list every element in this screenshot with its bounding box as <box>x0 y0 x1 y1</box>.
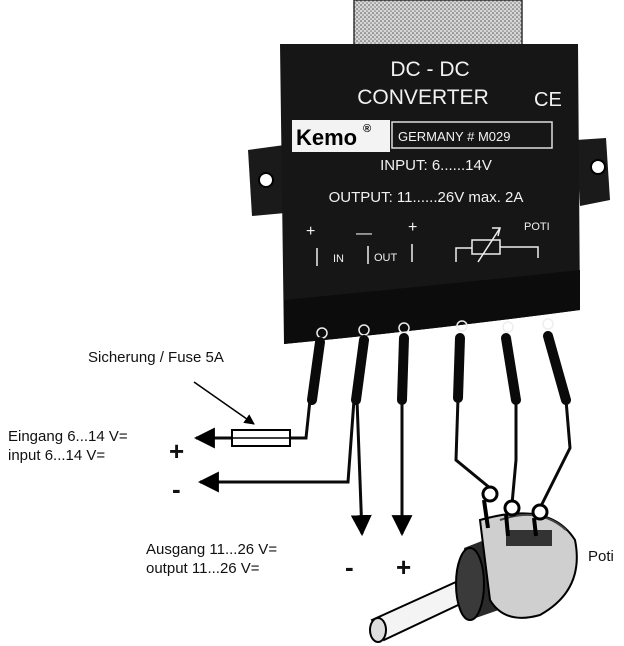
brand-name: Kemo <box>296 125 357 150</box>
wire-poti-2 <box>510 400 518 505</box>
brand-registered: ® <box>363 123 371 135</box>
wire-input-positive <box>290 399 312 440</box>
ce-mark: CE <box>534 89 562 111</box>
device-title-1: DC - DC <box>390 58 469 81</box>
out-label: OUT <box>374 252 398 264</box>
cable-stubs <box>307 331 571 405</box>
origin-frame <box>391 121 553 149</box>
mounting-ear-right <box>576 138 610 206</box>
input-plus-sign: + <box>169 436 184 466</box>
terminal-minus: — <box>356 225 372 242</box>
input-spec: INPUT: 6......14V <box>380 157 492 174</box>
output-plus-sign: + <box>396 552 411 582</box>
input-label-en: input 6...14 V= <box>8 447 105 464</box>
input-label-de: Eingang 6...14 V= <box>8 428 128 445</box>
converter-body <box>280 44 580 344</box>
wire-poti-1 <box>454 397 491 490</box>
output-minus-sign: - <box>345 552 354 582</box>
output-label-de: Ausgang 11...26 V= <box>146 541 277 558</box>
wire-input-negative <box>197 399 356 493</box>
in-label: IN <box>333 253 344 265</box>
potentiometer <box>369 485 578 643</box>
fuse-pointer-arrow <box>193 381 255 425</box>
brand-plate <box>292 120 390 152</box>
device-title-2: CONVERTER <box>357 86 488 109</box>
terminal-plus-out: + <box>408 219 417 236</box>
poti-label: Poti <box>588 548 614 565</box>
output-label-en: output 11...26 V= <box>146 560 260 577</box>
fuse-label: Sicherung / Fuse 5A <box>88 349 224 366</box>
terminal-plus-in: + <box>306 223 315 240</box>
output-spec: OUTPUT: 11......26V max. 2A <box>329 189 524 206</box>
poti-device-label: POTI <box>524 221 550 233</box>
heatsink-strip <box>353 0 523 47</box>
wire-poti-3 <box>538 399 572 509</box>
input-minus-sign: - <box>172 474 181 504</box>
variable-resistor-symbol <box>455 227 539 263</box>
wire-output-negative <box>350 399 372 537</box>
origin-text: GERMANY # M029 <box>398 129 510 144</box>
